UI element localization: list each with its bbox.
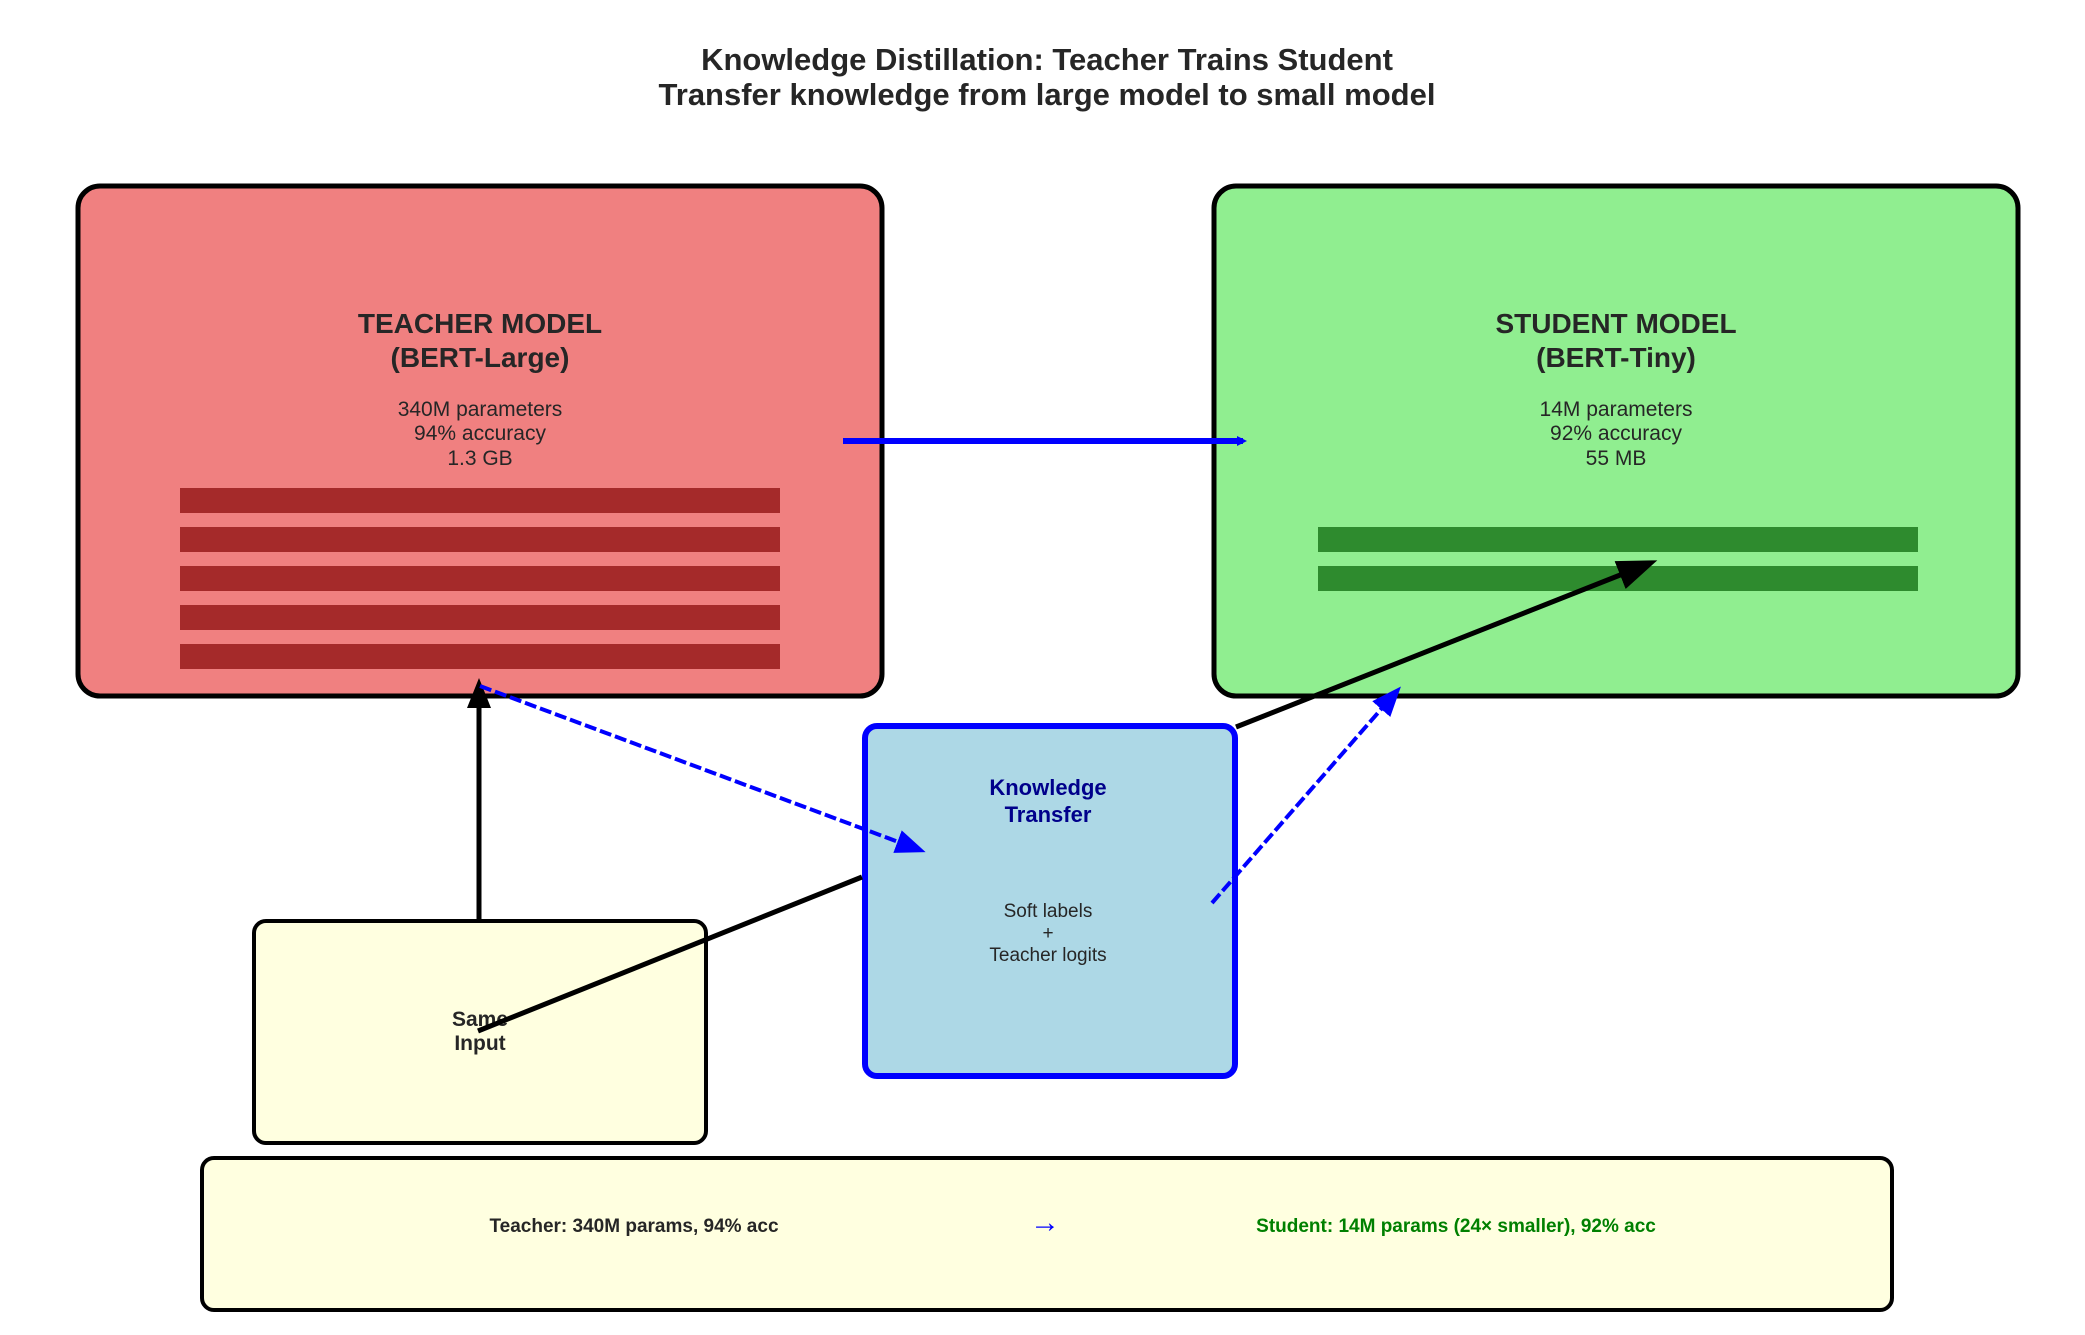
- teacher-model-box: TEACHER MODEL (BERT-Large) 340M paramete…: [75, 183, 885, 699]
- student-stat-params: 14M parameters: [1540, 398, 1693, 421]
- teacher-stat-params: 340M parameters: [398, 398, 563, 421]
- knowledge-transfer-title-line2: Transfer: [1005, 802, 1092, 827]
- teacher-layer-5: [180, 644, 780, 669]
- student-title-line2: (BERT-Tiny): [1536, 342, 1696, 373]
- teacher-to-knowledge-arrow: [479, 684, 926, 853]
- student-stat-accuracy: 92% accuracy: [1550, 422, 1682, 445]
- summary-rect: [200, 1156, 1894, 1312]
- knowledge-transfer-body-line1: Soft labels: [1004, 901, 1093, 922]
- student-model-box: STUDENT MODEL (BERT-Tiny) 14M parameters…: [1211, 183, 2021, 699]
- same-input-label-line2: Input: [454, 1032, 505, 1055]
- student-title-line1: STUDENT MODEL: [1495, 308, 1736, 339]
- knowledge-to-student-arrow: [1210, 686, 1401, 905]
- teacher-title-line1: TEACHER MODEL: [358, 308, 602, 339]
- summary-arrow-icon: →: [1030, 1206, 1060, 1239]
- knowledge-transfer-rect: [862, 723, 1238, 1079]
- teacher-layer-1: [180, 488, 780, 513]
- student-stat-size: 55 MB: [1586, 447, 1647, 470]
- teacher-title-line2: (BERT-Large): [391, 342, 570, 373]
- knowledge-transfer-body-line2: +: [1042, 923, 1053, 944]
- teacher-stat-accuracy: 94% accuracy: [414, 422, 546, 445]
- input-to-student-arrow: [1235, 560, 1658, 730]
- diagram-title-line1: Knowledge Distillation: Teacher Trains S…: [701, 42, 1393, 77]
- student-layer-1: [1318, 527, 1918, 552]
- knowledge-transfer-title-line1: Knowledge: [989, 775, 1106, 800]
- teacher-layer-3: [180, 566, 780, 591]
- teacher-layer-2: [180, 527, 780, 552]
- teacher-stat-size: 1.3 GB: [447, 447, 512, 470]
- summary-box: Teacher: 340M params, 94% acc → Student:…: [200, 1156, 1894, 1312]
- summary-student-text: Student: 14M params (24× smaller), 92% a…: [1256, 1216, 1656, 1237]
- knowledge-transfer-box: Knowledge Transfer Soft labels + Teacher…: [862, 723, 1238, 1079]
- summary-teacher-text: Teacher: 340M params, 94% acc: [489, 1216, 778, 1237]
- knowledge-transfer-body-line3: Teacher logits: [989, 945, 1106, 966]
- teacher-layer-4: [180, 605, 780, 630]
- input-to-student-arrow-segment-1: [477, 874, 863, 1034]
- diagram-title-line2: Transfer knowledge from large model to s…: [659, 77, 1436, 112]
